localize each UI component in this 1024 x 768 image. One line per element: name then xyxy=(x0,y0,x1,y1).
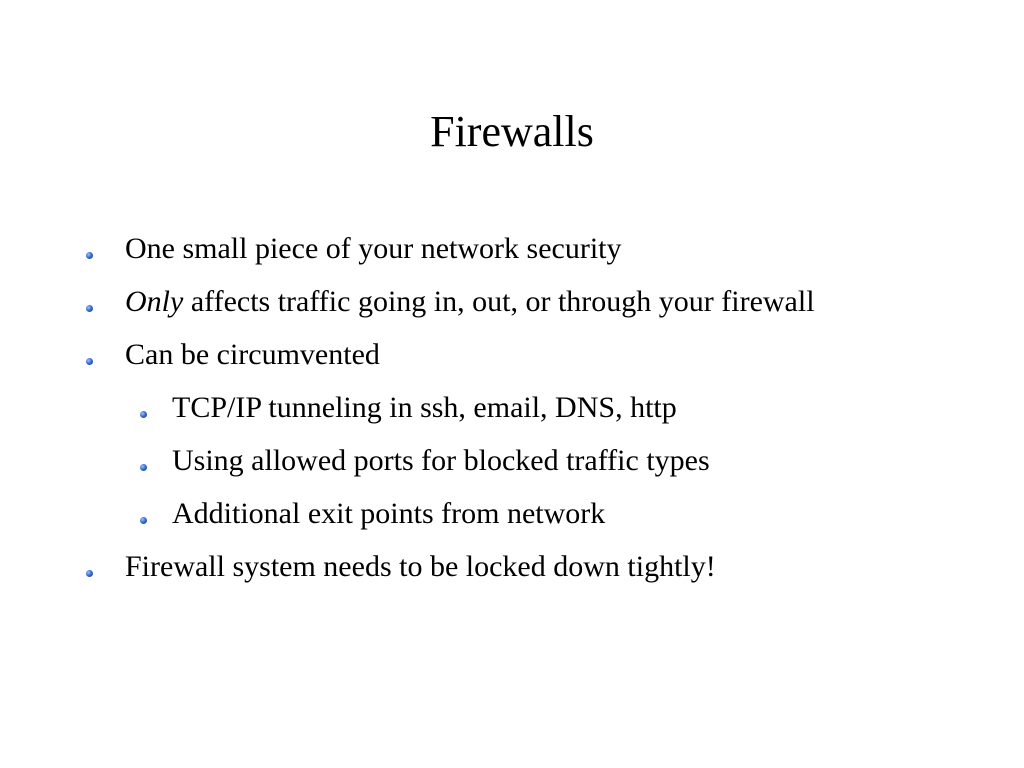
blue-sphere-bullet-icon xyxy=(140,411,147,418)
sub-bullet-item: Using allowed ports for blocked traffic … xyxy=(0,438,872,483)
sub-bullet-item: Additional exit points from network xyxy=(0,491,872,536)
blue-sphere-bullet-icon xyxy=(86,570,93,577)
sub-bullet-item: TCP/IP tunneling in ssh, email, DNS, htt… xyxy=(0,385,872,430)
bullet-text: Additional exit points from network xyxy=(172,497,606,530)
bullet-text: affects traffic going in, out, or throug… xyxy=(183,285,815,318)
blue-sphere-bullet-icon xyxy=(140,517,147,524)
blue-sphere-bullet-icon xyxy=(86,305,93,312)
blue-sphere-bullet-icon xyxy=(140,464,147,471)
bullet-item: One small piece of your network security xyxy=(0,226,865,271)
bullet-text: Using allowed ports for blocked traffic … xyxy=(172,444,710,477)
bullet-item: Only affects traffic going in, out, or t… xyxy=(0,279,865,324)
bullet-text: Firewall system needs to be locked down … xyxy=(125,550,716,583)
bullet-item: Firewall system needs to be locked down … xyxy=(0,544,865,589)
bullet-list: One small piece of your network security… xyxy=(0,226,1024,597)
bullet-text: One small piece of your network security xyxy=(125,232,622,265)
bullet-emphasis: Only xyxy=(125,285,184,318)
bullet-text: TCP/IP tunneling in ssh, email, DNS, htt… xyxy=(172,391,677,424)
bullet-item: Can be circumvented xyxy=(0,332,865,377)
slide-title: Firewalls xyxy=(430,107,594,156)
bullet-text: Can be circumvented xyxy=(125,338,380,371)
blue-sphere-bullet-icon xyxy=(86,252,93,259)
blue-sphere-bullet-icon xyxy=(86,358,93,365)
